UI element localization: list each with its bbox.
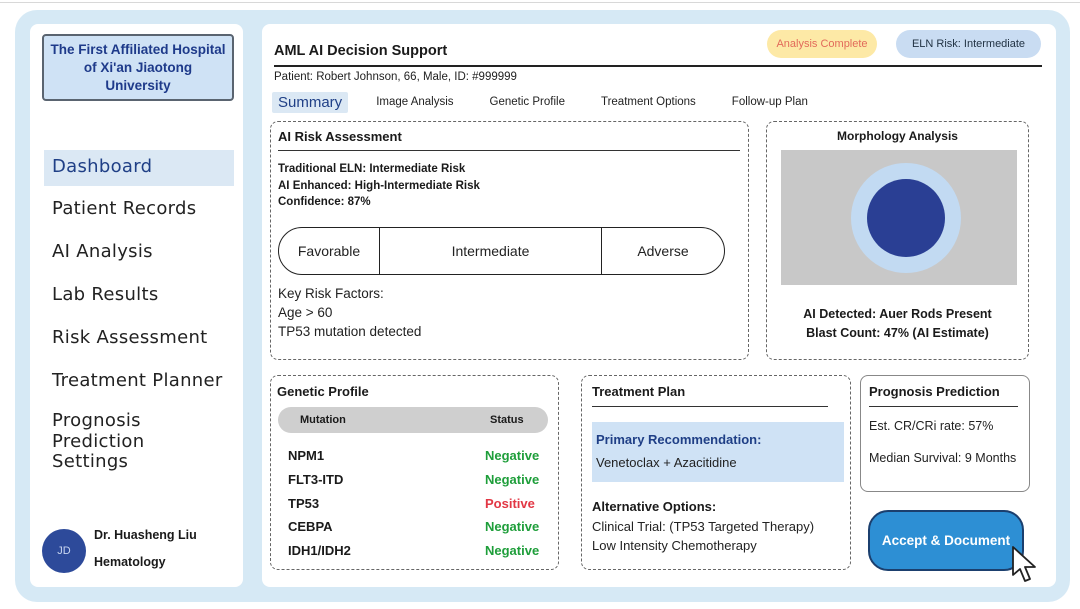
primary-recommendation-label: Primary Recommendation: — [596, 432, 762, 447]
table-row: CEBPA Negative — [288, 516, 548, 539]
risk-assessment-card: AI Risk Assessment Traditional ELN: Inte… — [270, 121, 749, 360]
status-badge: Analysis Complete — [767, 30, 877, 58]
confidence: Confidence: 87% — [278, 196, 371, 208]
prognosis-values: Est. CR/CRi rate: 57% Median Survival: 9… — [869, 417, 1019, 467]
morphology-card: Morphology Analysis AI Detected: Auer Ro… — [766, 121, 1029, 360]
hospital-name: The First Affiliated Hospital of Xi'an J… — [42, 34, 234, 101]
main-panel: AML AI Decision Support Analysis Complet… — [262, 24, 1056, 587]
prognosis-card: Prognosis Prediction Est. CR/CRi rate: 5… — [860, 375, 1030, 492]
doctor-name: Dr. Huasheng Liu — [94, 528, 197, 542]
median-survival: Median Survival: 9 Months — [869, 451, 1017, 465]
alternative-options-list: Clinical Trial: (TP53 Targeted Therapy) … — [592, 517, 814, 555]
factors-title: Key Risk Factors: — [278, 286, 384, 301]
mutation-name: IDH1/IDH2 — [288, 543, 351, 558]
morphology-results: AI Detected: Auer Rods Present Blast Cou… — [767, 305, 1028, 343]
risk-scale: Favorable Intermediate Adverse — [278, 227, 725, 275]
title-divider — [274, 65, 1042, 67]
doctor-department: Hematology — [94, 555, 166, 569]
avatar[interactable]: JD — [42, 529, 86, 573]
risk-summary: Traditional ELN: Intermediate Risk AI En… — [278, 161, 480, 211]
tab-bar: Summary Image Analysis Genetic Profile T… — [272, 90, 844, 114]
risk-scale-adverse: Adverse — [637, 243, 689, 259]
primary-recommendation-value: Venetoclax + Azacitidine — [596, 455, 737, 470]
tab-genetic-profile[interactable]: Genetic Profile — [489, 96, 565, 108]
sidebar-item-ai-analysis[interactable]: AI Analysis — [52, 241, 153, 262]
blast-count: Blast Count: 47% (AI Estimate) — [806, 326, 989, 340]
mutation-status: Positive — [485, 496, 535, 511]
table-row: TP53 Positive — [288, 493, 548, 516]
mutation-name: FLT3-ITD — [288, 472, 344, 487]
morphology-image[interactable] — [781, 150, 1017, 285]
prognosis-title: Prognosis Prediction — [869, 384, 1000, 399]
genetic-title: Genetic Profile — [277, 384, 369, 399]
risk-scale-favorable: Favorable — [279, 228, 380, 274]
table-row: NPM1 Negative — [288, 445, 548, 468]
cell-nucleus — [867, 179, 945, 257]
patient-info: Patient: Robert Johnson, 66, Male, ID: #… — [274, 71, 517, 83]
page-title: AML AI Decision Support — [274, 43, 448, 59]
sidebar-item-settings[interactable]: Settings — [52, 451, 129, 472]
genetic-profile-card: Genetic Profile Mutation Status NPM1 Neg… — [270, 375, 559, 570]
key-risk-factors: Key Risk Factors: Age > 60 TP53 mutation… — [278, 284, 421, 341]
risk-badge: ELN Risk: Intermediate — [896, 30, 1041, 58]
table-row: FLT3-ITD Negative — [288, 469, 548, 492]
cell-cytoplasm — [851, 163, 961, 273]
risk-card-title: AI Risk Assessment — [278, 129, 402, 144]
mutation-name: CEBPA — [288, 519, 333, 534]
sidebar-item-prognosis-prediction[interactable]: Prognosis Prediction — [52, 410, 145, 452]
tab-summary[interactable]: Summary — [272, 91, 349, 113]
treatment-title: Treatment Plan — [592, 384, 686, 399]
factor-item: TP53 mutation detected — [278, 324, 422, 339]
risk-card-divider — [278, 150, 740, 151]
prognosis-divider — [869, 406, 1018, 407]
tab-treatment-options[interactable]: Treatment Options — [600, 96, 696, 108]
traditional-eln: Traditional ELN: Intermediate Risk — [278, 163, 466, 175]
sidebar-item-lab-results[interactable]: Lab Results — [52, 284, 159, 305]
column-status: Status — [490, 414, 524, 426]
primary-recommendation[interactable]: Primary Recommendation: Venetoclax + Aza… — [592, 422, 844, 482]
alternative-options-title: Alternative Options: — [592, 499, 717, 514]
genetic-table-header: Mutation Status — [278, 407, 548, 433]
sidebar: The First Affiliated Hospital of Xi'an J… — [30, 24, 243, 587]
risk-scale-intermediate: Intermediate — [380, 228, 602, 274]
ai-enhanced-risk: AI Enhanced: High-Intermediate Risk — [278, 179, 480, 192]
mutation-name: TP53 — [288, 496, 320, 511]
treatment-divider — [592, 406, 828, 407]
list-item[interactable]: Low Intensity Chemotherapy — [592, 538, 757, 553]
accept-document-button[interactable]: Accept & Document — [868, 510, 1024, 571]
mutation-status: Negative — [485, 472, 540, 487]
cr-rate: Est. CR/CRi rate: 57% — [869, 419, 994, 433]
sidebar-item-patient-records[interactable]: Patient Records — [52, 198, 197, 219]
mutation-status: Negative — [485, 448, 540, 463]
sidebar-nav: Dashboard Patient Records AI Analysis La… — [44, 150, 234, 481]
mutation-status: Negative — [485, 519, 540, 534]
table-row: IDH1/IDH2 Negative — [288, 540, 548, 563]
list-item[interactable]: Clinical Trial: (TP53 Targeted Therapy) — [592, 519, 815, 534]
auer-rods-result: AI Detected: Auer Rods Present — [803, 307, 992, 321]
sidebar-item-treatment-planner[interactable]: Treatment Planner — [52, 370, 223, 391]
factor-item: Age > 60 — [278, 305, 333, 320]
mouse-cursor-icon — [1012, 546, 1036, 582]
mutation-status: Negative — [485, 543, 540, 558]
sidebar-item-risk-assessment[interactable]: Risk Assessment — [52, 327, 208, 348]
treatment-plan-card: Treatment Plan Primary Recommendation: V… — [581, 375, 851, 570]
sidebar-item-dashboard[interactable]: Dashboard — [44, 150, 234, 186]
doctor-profile[interactable]: JD Dr. Huasheng Liu Hematology — [42, 524, 237, 576]
mutation-name: NPM1 — [288, 448, 325, 463]
morphology-title: Morphology Analysis — [837, 129, 958, 143]
column-mutation: Mutation — [300, 414, 346, 426]
top-divider — [0, 2, 1080, 3]
tab-follow-up-plan[interactable]: Follow-up Plan — [731, 96, 808, 108]
tab-image-analysis[interactable]: Image Analysis — [376, 96, 454, 108]
